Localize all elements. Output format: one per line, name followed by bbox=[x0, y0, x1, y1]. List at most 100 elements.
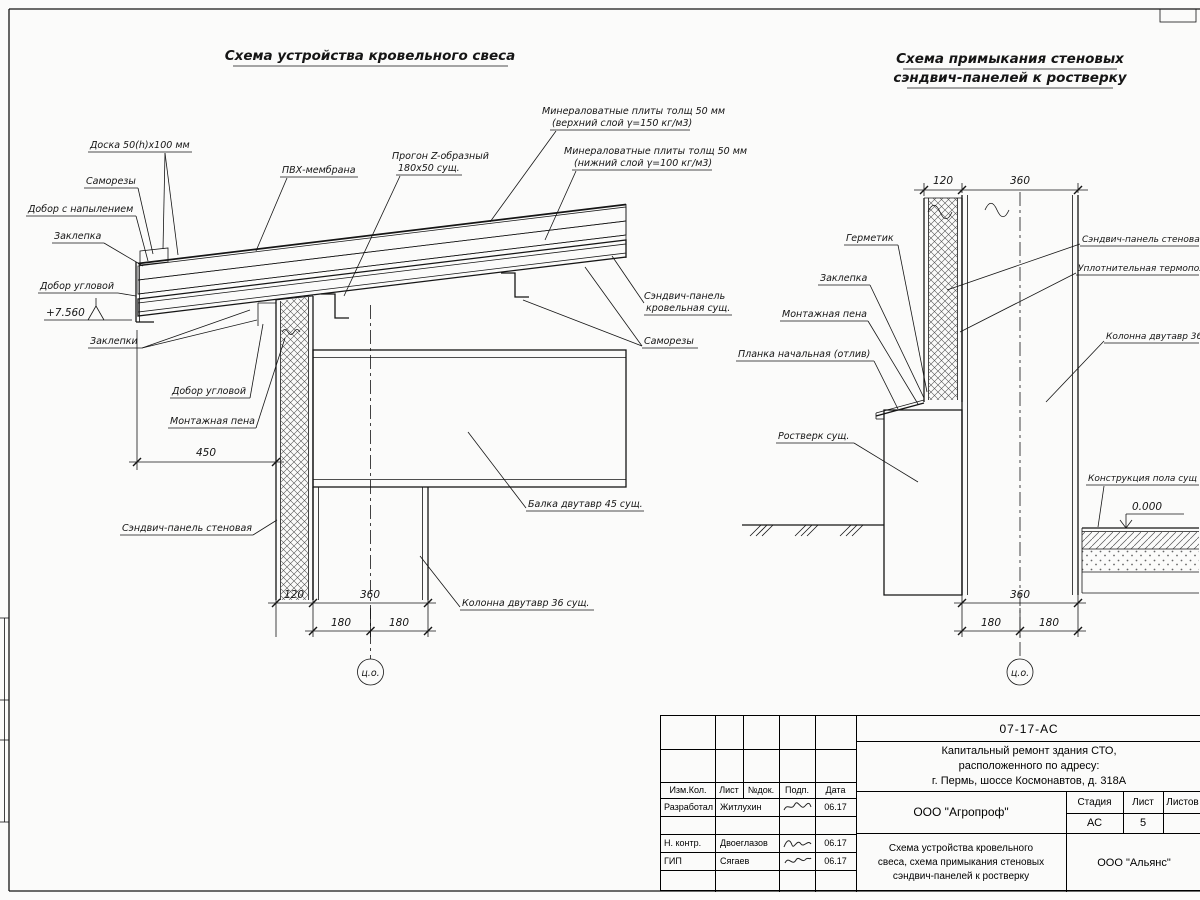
date-nkontr: 06.17 bbox=[824, 838, 847, 848]
label-kolonna: Колонна двутавр 36 сущ. bbox=[419, 555, 594, 611]
signature-dvoeglazov bbox=[779, 834, 815, 852]
svg-text:Уплотнительная термополоса: Уплотнительная термополоса bbox=[1078, 264, 1200, 274]
svg-text:Добор с напылением: Добор с напылением bbox=[27, 204, 133, 215]
date-razrabotal: 06.17 bbox=[824, 802, 847, 812]
role-razrabotal: Разработал bbox=[664, 802, 713, 812]
axis-label-right: ц.о. bbox=[1011, 668, 1029, 679]
svg-text:180х50 сущ.: 180х50 сущ. bbox=[398, 163, 460, 174]
label-montazhnaya-pena: Монтажная пена bbox=[168, 337, 286, 429]
axis-bubble-right bbox=[1006, 658, 1034, 686]
left-edge-stamp bbox=[0, 617, 9, 823]
label-dobor-uglovoy-1: Добор угловой bbox=[38, 281, 137, 297]
label-kolonna-right: Колонна двутавр 36 сущ bbox=[1045, 332, 1200, 403]
right-scheme-title-line1: Схема примыкания стеновых bbox=[896, 51, 1125, 67]
svg-text:Конструкция пола сущ: Конструкция пола сущ bbox=[1088, 474, 1197, 484]
right-dimensions: 120 360 360 180 180 ц.о. bbox=[914, 175, 1088, 686]
col-ndok: №док. bbox=[747, 785, 775, 795]
roof-sandwich-panel bbox=[137, 239, 627, 317]
sheet-label: Лист bbox=[1132, 796, 1154, 808]
scheme-titles: Схема устройства кровельного свеса Схема… bbox=[225, 48, 1128, 89]
role-nkontr: Н. контр. bbox=[664, 838, 702, 848]
sheet-title-line3: сэндвич-панелей к ростверку bbox=[892, 870, 1030, 882]
roof-package bbox=[135, 203, 627, 323]
svg-text:Монтажная пена: Монтажная пена bbox=[782, 309, 867, 320]
left-scheme-title: Схема устройства кровельного свеса bbox=[225, 48, 516, 64]
label-balka: Балка двутавр 45 сущ. bbox=[467, 431, 644, 512]
label-rostverk: Ростверк сущ. bbox=[776, 431, 919, 483]
col-data: Дата bbox=[825, 785, 846, 795]
dim-180-right: 180 bbox=[389, 617, 409, 629]
z-purlins bbox=[321, 272, 529, 319]
break-mark bbox=[984, 202, 1010, 218]
project-line3: г. Пермь, шоссе Космонавтов, д. 318А bbox=[931, 774, 1127, 787]
label-pol: Конструкция пола сущ bbox=[1086, 474, 1199, 528]
stage-label: Стадия bbox=[1077, 796, 1112, 808]
signature-zhitlukhin bbox=[779, 798, 815, 816]
svg-text:ПВХ-мембрана: ПВХ-мембрана bbox=[282, 165, 356, 176]
svg-text:Минераловатные плиты толщ 50 м: Минераловатные плиты толщ 50 мм bbox=[542, 106, 725, 117]
customer-org: ООО "Альянс" bbox=[1097, 856, 1171, 869]
left-labels: Доска 50(h)х100 мм Саморезы Добор с напы… bbox=[26, 106, 747, 611]
sheet-frame bbox=[0, 8, 1200, 892]
right-scheme-title-line2: сэндвич-панелей к ростверку bbox=[893, 70, 1127, 86]
edge-board bbox=[139, 247, 169, 266]
project-line1: Капитальный ремонт здания СТО, bbox=[941, 744, 1117, 757]
z-purlin-1 bbox=[321, 293, 349, 319]
sheet-title-line2: свеса, схема примыкания стеновых bbox=[877, 856, 1045, 868]
svg-text:Заклепка: Заклепка bbox=[820, 273, 868, 284]
svg-text:Прогон Z-образный: Прогон Z-образный bbox=[392, 151, 489, 162]
svg-text:Герметик: Герметик bbox=[846, 233, 894, 244]
sheet-title: Схема устройства кровельного свеса, схем… bbox=[856, 833, 1066, 892]
label-pvh-membrana: ПВХ-мембрана bbox=[255, 165, 358, 252]
svg-text:Добор угловой: Добор угловой bbox=[39, 281, 114, 292]
dim-360-bottom: 360 bbox=[1010, 589, 1030, 601]
svg-text:кровельная сущ.: кровельная сущ. bbox=[646, 303, 730, 314]
svg-text:Заклепка: Заклепка bbox=[54, 231, 102, 242]
doc-code: 07-17-АС bbox=[999, 721, 1059, 736]
dim-360-top: 360 bbox=[1010, 175, 1030, 187]
sheet-title-line1: Схема устройства кровельного bbox=[888, 842, 1034, 854]
dim-180-right-right: 180 bbox=[1039, 617, 1059, 629]
role-gip: ГИП bbox=[664, 856, 682, 866]
elev0-text: 0.000 bbox=[1132, 501, 1162, 513]
title-block: 07-17-АС Капитальный ремонт здания СТО, … bbox=[660, 715, 1200, 892]
floor-elevation-mark: 0.000 bbox=[1119, 501, 1184, 529]
label-termopolosa: Уплотнительная термополоса bbox=[959, 264, 1200, 333]
date-gip: 06.17 bbox=[824, 856, 847, 866]
dim-180-right-left: 180 bbox=[981, 617, 1001, 629]
roof-overhang-drawing: 450 120 360 180 180 ц.о. +7.560 bbox=[26, 106, 747, 686]
svg-text:Сэндвич-панель стеновая: Сэндвич-панель стеновая bbox=[1082, 235, 1200, 245]
label-wall-panel: Сэндвич-панель стеновая bbox=[120, 519, 278, 536]
project-line2: расположенного по адресу: bbox=[958, 759, 1100, 772]
label-zaklepka: Заклепка bbox=[52, 231, 144, 267]
svg-text:Минераловатные плиты толщ 50 м: Минераловатные плиты толщ 50 мм bbox=[564, 146, 747, 157]
col-izm-kol: Изм.Кол. bbox=[669, 785, 707, 795]
svg-text:Сэндвич-панель стеновая: Сэндвич-панель стеновая bbox=[122, 523, 252, 534]
signature-syagaev bbox=[779, 852, 815, 870]
label-germetik: Герметик bbox=[844, 233, 928, 393]
dim-450: 450 bbox=[196, 447, 216, 459]
elevation-mark: +7.560 bbox=[44, 298, 132, 321]
col-list: Лист bbox=[719, 785, 739, 795]
svg-text:Саморезы: Саморезы bbox=[644, 336, 694, 347]
right-labels: Герметик Заклепка Монтажная пена Планка … bbox=[736, 233, 1200, 528]
label-wall-panel-right: Сэндвич-панель стеновая bbox=[946, 235, 1200, 291]
dim-120-right: 120 bbox=[933, 175, 953, 187]
svg-text:Балка двутавр 45 сущ.: Балка двутавр 45 сущ. bbox=[528, 499, 643, 510]
svg-text:Саморезы: Саморезы bbox=[86, 176, 136, 187]
label-samorezy-right: Саморезы bbox=[522, 266, 698, 349]
grillage bbox=[875, 399, 963, 596]
label-doska: Доска 50(h)х100 мм bbox=[88, 140, 192, 256]
dim-120: 120 bbox=[284, 589, 304, 601]
break-mark-panel bbox=[927, 204, 953, 220]
svg-text:(нижний слой γ=100 кг/м3): (нижний слой γ=100 кг/м3) bbox=[574, 158, 712, 169]
ground-line bbox=[742, 524, 884, 537]
label-samorezy-top: Саморезы bbox=[84, 176, 154, 255]
designer-org: ООО "Агропроф" bbox=[913, 805, 1009, 819]
label-roof-panel: Сэндвич-панель кровельная сущ. bbox=[611, 255, 732, 316]
axis-label: ц.о. bbox=[361, 668, 379, 679]
left-dimensions: 450 120 360 180 180 ц.о. +7.560 bbox=[44, 298, 436, 686]
label-pena-right: Монтажная пена bbox=[780, 309, 919, 405]
